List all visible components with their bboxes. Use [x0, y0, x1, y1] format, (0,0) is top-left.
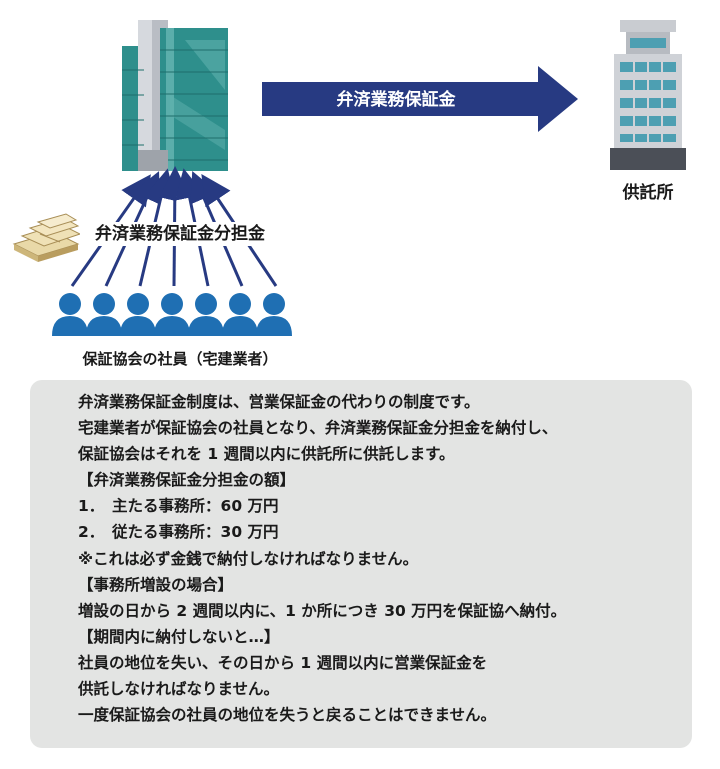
explanation-line: 増設の日から 2 週間以内に、1 か所につき 30 万円を保証協へ納付。 — [78, 601, 567, 620]
section-heading: 【事務所増設の場合】 — [78, 575, 234, 594]
person-icon — [154, 293, 190, 336]
explanation-line: 宅建業者が保証協会の社員となり、弁済業務保証金分担金を納付し、 — [78, 419, 558, 438]
person-icon — [188, 293, 224, 336]
person-icon — [120, 293, 156, 336]
explanation-line: 供託しなければなりません。 — [78, 680, 280, 699]
members-group — [52, 293, 292, 336]
explanation-panel — [30, 380, 692, 748]
person-icon — [86, 293, 122, 336]
person-icon — [52, 293, 88, 336]
explanation-text: 弁済業務保証金制度は、営業保証金の代わりの制度です。 宅建業者が保証協会の社員と… — [78, 389, 678, 728]
section-heading: 【弁済業務保証金分担金の額】 — [78, 471, 296, 490]
members-label: 保証協会の社員（宅建業者） — [82, 350, 278, 368]
arrow-label: 弁済業務保証金 — [336, 90, 456, 110]
explanation-line: 弁済業務保証金制度は、営業保証金の代わりの制度です。 — [78, 393, 480, 411]
money-stack-icon — [12, 213, 82, 262]
section-heading: 【期間内に納付しないと…】 — [78, 627, 280, 646]
explanation-note: ※これは必ず金銭で納付しなければなりません。 — [78, 549, 419, 568]
flow-diagram — [12, 20, 686, 336]
share-contribution-label: 弁済業務保証金分担金 — [80, 222, 280, 246]
explanation-line: 1． 主たる事務所：60 万円 — [78, 497, 279, 516]
deposit-office-label: 供託所 — [622, 183, 674, 203]
person-icon — [256, 293, 292, 336]
explanation-line: 2． 従たる事務所：30 万円 — [78, 523, 279, 542]
explanation-line: 社員の地位を失い、その日から 1 週間以内に営業保証金を — [78, 653, 488, 672]
person-icon — [222, 293, 258, 336]
big-arrow-icon — [262, 66, 578, 132]
explanation-line: 一度保証協会の社員の地位を失うと戻ることはできません。 — [78, 706, 497, 725]
explanation-line: 保証協会はそれを 1 週間以内に供託所に供託します。 — [78, 445, 455, 464]
courthouse-building-icon — [610, 20, 686, 170]
office-building-icon — [122, 20, 228, 171]
